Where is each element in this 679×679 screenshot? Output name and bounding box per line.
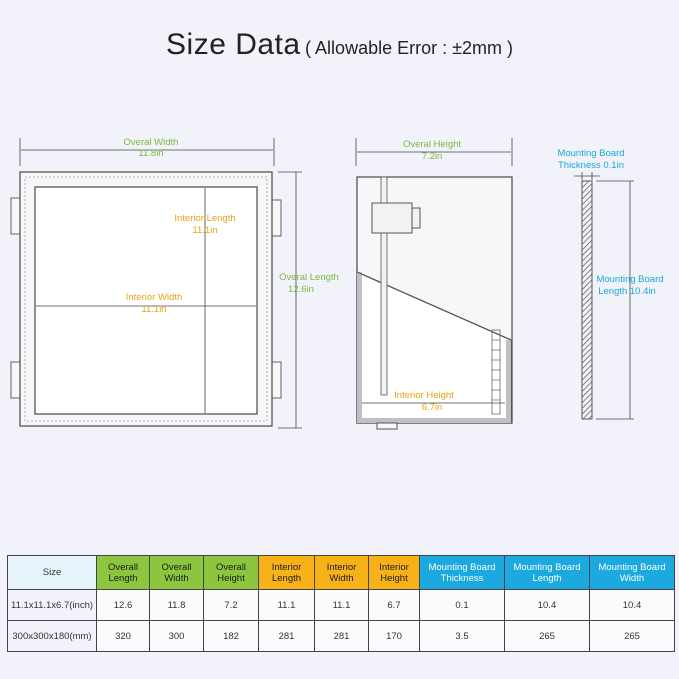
title-main: Size Data	[166, 28, 301, 61]
side-ribs	[491, 329, 501, 415]
front-gasket-line	[24, 176, 268, 422]
mounting-board	[581, 180, 593, 420]
front-view: Overal Width 11.8in Overal Length 12.6in…	[10, 137, 339, 429]
front-latch-right-top	[271, 199, 282, 237]
interior-width-value: 11.1in	[141, 304, 166, 315]
row-label-mm: 300x300x180(mm)	[7, 620, 97, 652]
overall-length-label: Overal Length	[279, 272, 339, 283]
table-cell: 265	[504, 620, 590, 652]
board-thickness-label: Mounting Board	[557, 148, 624, 159]
interior-height-value: 6.7in	[422, 402, 443, 413]
overall-height-value: 7.2in	[422, 151, 443, 162]
interior-width-label: Interior Width	[126, 292, 183, 303]
board-length-label: Mounting Board	[596, 274, 663, 285]
interior-length-value: 11.1in	[192, 225, 217, 236]
front-inner-box	[34, 186, 258, 415]
title-subtitle: ( Allowable Error : ±2mm )	[305, 38, 513, 58]
table-cell: 281	[258, 620, 315, 652]
table-cell: 3.5	[419, 620, 505, 652]
header-size: Size	[7, 555, 97, 590]
table-cell: 281	[314, 620, 369, 652]
table-cell: 182	[203, 620, 259, 652]
overall-length-value: 12.6in	[288, 284, 314, 295]
board-thickness-value: Thickness 0.1in	[558, 160, 624, 171]
table-cell: 10.4	[504, 589, 590, 621]
side-hinge-pin	[380, 176, 388, 396]
row-label-inch: 11.1x11.1x6.7(inch)	[7, 589, 97, 621]
table-cell: 320	[96, 620, 150, 652]
overall-width-label: Overal Width	[124, 137, 179, 148]
size-diagram: Overal Width 11.8in Overal Length 12.6in…	[10, 137, 664, 430]
table-cell: 265	[589, 620, 675, 652]
front-latch-right-bottom	[271, 361, 282, 399]
board-length-value: Length 10.4in	[598, 286, 656, 297]
table-cell: 10.4	[589, 589, 675, 621]
table-cell: 11.1	[314, 589, 369, 621]
mounting-board-view: Mounting Board Thickness 0.1in Mounting …	[557, 148, 664, 420]
table-cell: 12.6	[96, 589, 150, 621]
table-row: 11.1x11.1x6.7(inch) 12.6 11.8 7.2 11.1 1…	[7, 589, 675, 621]
side-foot	[376, 422, 398, 430]
table-row: 300x300x180(mm) 320 300 182 281 281 170 …	[7, 620, 675, 652]
table-cell: 7.2	[203, 589, 259, 621]
table-cell: 0.1	[419, 589, 505, 621]
overall-height-label: Overal Height	[403, 139, 461, 150]
table-cell: 170	[368, 620, 420, 652]
interior-height-label: Interior Height	[394, 390, 454, 401]
page-title: Size Data ( Allowable Error : ±2mm )	[0, 28, 679, 62]
table-cell: 11.8	[149, 589, 204, 621]
table-cell: 300	[149, 620, 204, 652]
side-hinge-block	[371, 202, 413, 234]
front-hinge-left-bottom	[10, 361, 21, 399]
front-hinge-left-top	[10, 197, 21, 235]
table-cell: 6.7	[368, 589, 420, 621]
overall-width-value: 11.8in	[138, 148, 163, 159]
side-view: Overal Height 7.2in Interior	[355, 138, 513, 430]
table-cell: 11.1	[258, 589, 315, 621]
interior-length-label: Interior Length	[174, 213, 235, 224]
